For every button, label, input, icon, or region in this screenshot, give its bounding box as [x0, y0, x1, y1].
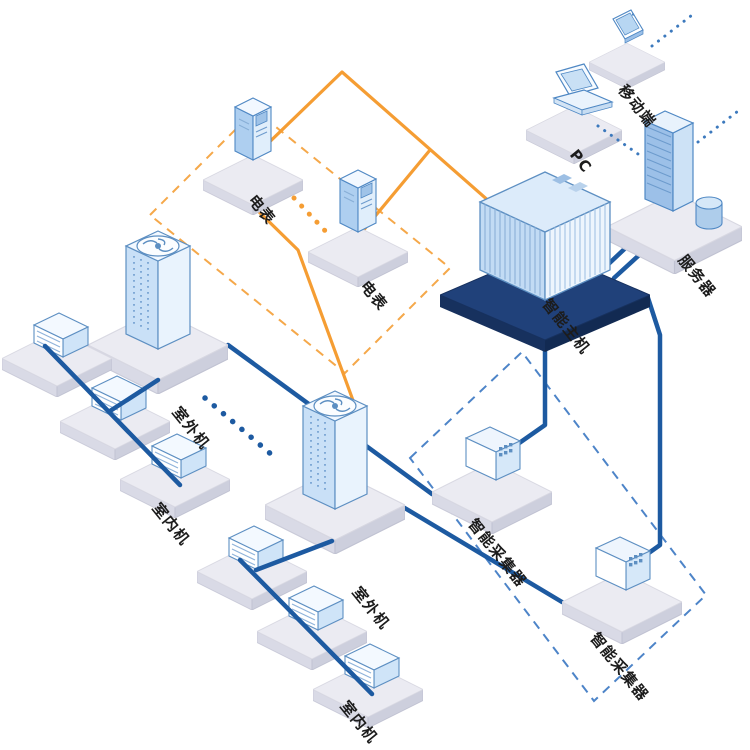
smart-host-icon — [440, 171, 650, 353]
collector-1-icon — [432, 427, 552, 534]
edge-collector2-host — [619, 295, 663, 575]
server-icon — [607, 111, 742, 274]
outdoor-unit-2-icon — [265, 391, 405, 554]
mobile-device-icon — [589, 10, 665, 89]
edge-outdoor2-collector2 — [400, 504, 565, 605]
edge-meter1-host — [254, 70, 542, 248]
indoor-unit-1a-icon — [2, 313, 112, 397]
edge-meter1-outdoor2 — [251, 204, 364, 427]
edge-indoor-chain-1 — [42, 343, 183, 488]
collector-zone-outline — [408, 350, 708, 703]
edge-meter1-meter2-dotted — [291, 195, 335, 241]
collector-2-icon — [562, 537, 682, 644]
power-meter-zone-outline — [148, 108, 452, 375]
edge-outdoor1-outdoor2-dotted — [202, 395, 275, 458]
edge-outdoor2-indoor2 — [253, 538, 335, 573]
edge-server-network-dotted — [696, 106, 744, 144]
edge-mobile-network-dotted — [650, 10, 698, 48]
edge-pc-server-dotted — [596, 124, 640, 156]
edge-outdoor1-indoor1 — [107, 377, 161, 414]
edge-indoor-chain-2 — [237, 557, 375, 697]
